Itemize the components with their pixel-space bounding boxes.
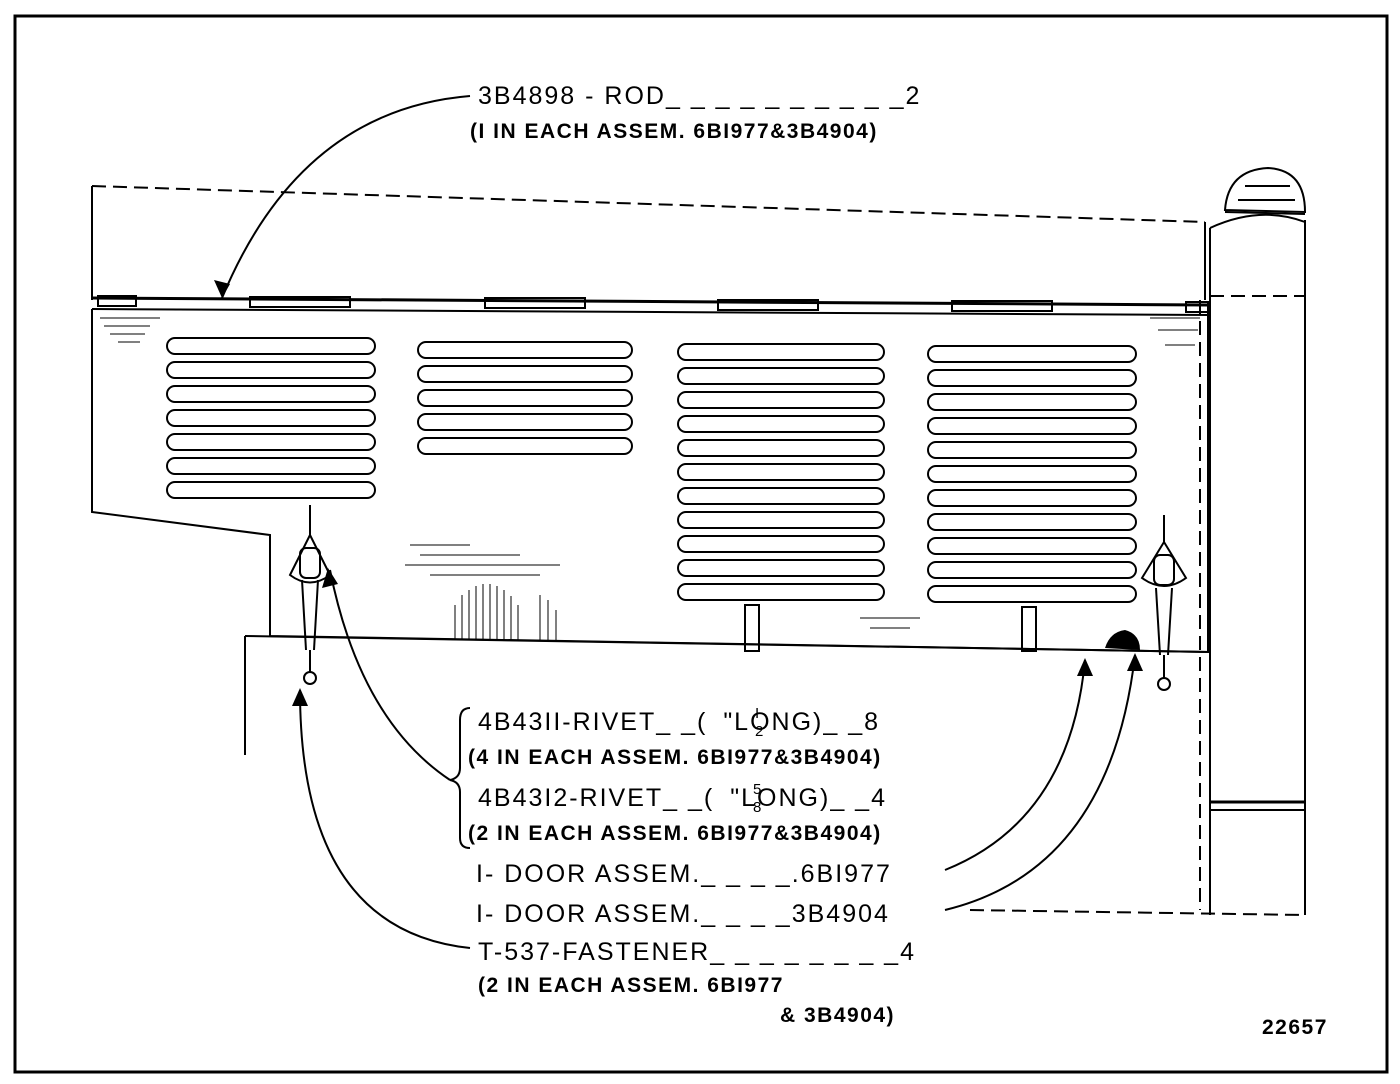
fastener-label: T-537-FASTENER_ _ _ _ _ _ _ _4 (478, 938, 916, 966)
rivet-half-frac-num: I (755, 705, 759, 722)
fastener-note-2: & 3B4904) (780, 1004, 895, 1027)
rivet-five-eighths-note: (2 IN EACH ASSEM. 6BI977&3B4904) (468, 822, 882, 845)
figure-number: 22657 (1262, 1016, 1328, 1039)
louvre-group-3 (677, 343, 885, 601)
louvre-group-2 (417, 341, 633, 455)
fastener-right-icon (1140, 515, 1188, 691)
rivet-half-label: 4B43II-RIVET_ _("LONG)_ _8 (478, 708, 880, 736)
louvre-group-1 (166, 337, 376, 499)
end-post (969, 213, 1306, 916)
fastener-note-1: (2 IN EACH ASSEM. 6BI977 (478, 974, 784, 997)
figure-border (13, 14, 1389, 1074)
callout-fastener: T-537-FASTENER_ _ _ _ _ _ _ _4 (2 IN EAC… (478, 938, 916, 1027)
hinge-rod (91, 295, 1211, 316)
callout-rivet-five-eighths: 4B43I2-RIVET_ _("LONG)_ _4 5 8 (2 IN EAC… (468, 781, 887, 845)
rivet-five-eighths-frac-den: 8 (753, 799, 761, 816)
door-assembly-drawing (91, 166, 1307, 916)
callout-rivet-half-inch: 4B43II-RIVET_ _("LONG)_ _8 I 2 (4 IN EAC… (468, 705, 882, 769)
rivet-detail (1105, 630, 1140, 650)
rivet-half-frac-den: 2 (755, 723, 763, 740)
fastener-left-icon (288, 505, 332, 685)
rivet-half-note: (4 IN EACH ASSEM. 6BI977&3B4904) (468, 746, 882, 769)
louvre-group-4 (927, 345, 1137, 603)
rod-note: (I IN EACH ASSEM. 6BI977&3B4904) (470, 120, 878, 143)
filler-cap-icon (1223, 166, 1307, 215)
door-assem-6b1977-label: I- DOOR ASSEM._ _ _ _.6BI977 (476, 860, 892, 888)
door-assem-3b4904-label: I- DOOR ASSEM._ _ _ _3B4904 (476, 900, 890, 928)
support-posts (744, 604, 1037, 652)
rod-label: 3B4898 - ROD_ _ _ _ _ _ _ _ _ _2 (478, 82, 921, 110)
shading (100, 317, 1200, 640)
rivet-five-eighths-frac-num: 5 (753, 781, 761, 798)
callout-rod: 3B4898 - ROD_ _ _ _ _ _ _ _ _ _2 (I IN E… (470, 82, 921, 143)
rivet-five-eighths-label: 4B43I2-RIVET_ _("LONG)_ _4 (478, 784, 887, 812)
leader-lines (214, 95, 1143, 949)
